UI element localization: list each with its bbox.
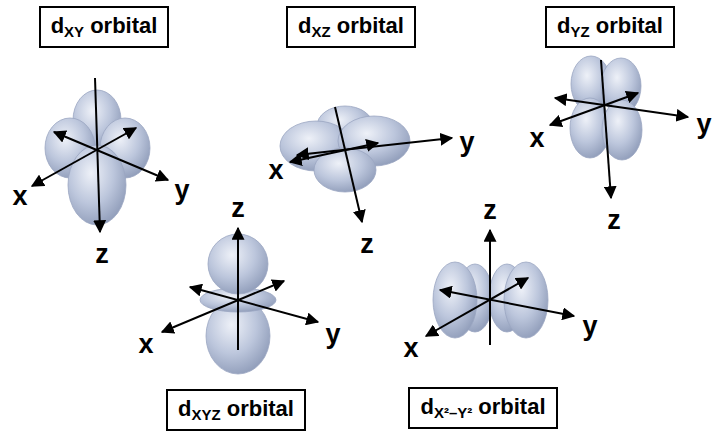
text-run: orbital	[590, 13, 663, 38]
orbital-label-box: dX²–Y² orbital	[408, 387, 557, 428]
text-run: orbital	[331, 13, 404, 38]
axis-arrow	[297, 138, 452, 155]
axis-label: y	[174, 177, 189, 204]
axis-arrow	[190, 287, 318, 322]
axis-arrow	[32, 128, 136, 186]
orbital-name: dYZ orbital	[557, 13, 663, 40]
text-run: d	[51, 13, 64, 38]
orbital-name: dXY orbital	[51, 13, 158, 40]
axis-label: y	[696, 111, 711, 138]
axis-label: z	[483, 197, 497, 224]
orbital-lobe	[433, 262, 477, 338]
axis-arrow	[489, 230, 491, 345]
axis-label: x	[403, 335, 418, 362]
axis-arrow	[290, 143, 378, 162]
axis-arrow	[335, 107, 362, 222]
axis-arrow	[426, 278, 528, 336]
text-run: d	[420, 394, 433, 419]
orbital-name: dX²–Y² orbital	[420, 394, 545, 421]
orbital-name: dXZ orbital	[298, 13, 404, 40]
axes	[32, 60, 688, 350]
subscript: XYZ	[192, 407, 221, 424]
axis-arrow	[54, 132, 168, 180]
orbital-label-box: dXYZ orbital	[166, 389, 306, 430]
subscript: XY	[64, 24, 84, 41]
axis-label: z	[95, 241, 109, 268]
text-run: orbital	[472, 394, 545, 419]
axis-label: x	[12, 183, 27, 210]
axis-label: x	[268, 157, 283, 184]
axis-label: y	[459, 129, 474, 156]
axis-arrow	[237, 228, 239, 350]
axis-label: z	[607, 207, 621, 234]
text-run: d	[557, 13, 570, 38]
axis-label: y	[325, 321, 340, 348]
axis-arrow	[550, 93, 638, 125]
orbital-name: dXYZ orbital	[178, 396, 294, 423]
axis-arrow	[555, 98, 688, 117]
axis-label: z	[231, 195, 245, 222]
orbital-label-box: dXY orbital	[39, 6, 170, 47]
axis-arrow	[601, 60, 611, 198]
axis-label: z	[360, 231, 374, 258]
axis-label: x	[138, 331, 153, 358]
text-run: d	[178, 396, 191, 421]
orbital-lobe	[504, 262, 548, 338]
axis-arrow	[95, 78, 100, 232]
subscript: XZ	[312, 24, 331, 41]
orbital-label-box: dYZ orbital	[545, 6, 675, 47]
axis-label: y	[582, 313, 597, 340]
text-run: d	[298, 13, 311, 38]
text-run: orbital	[84, 13, 157, 38]
orbital-label-box: dXZ orbital	[286, 6, 416, 47]
axis-arrow	[440, 290, 574, 316]
axis-label: x	[529, 125, 544, 152]
subscript: X²–Y²	[434, 405, 472, 422]
axis-arrow	[162, 281, 284, 332]
subscript: YZ	[571, 24, 590, 41]
text-run: orbital	[221, 396, 294, 421]
